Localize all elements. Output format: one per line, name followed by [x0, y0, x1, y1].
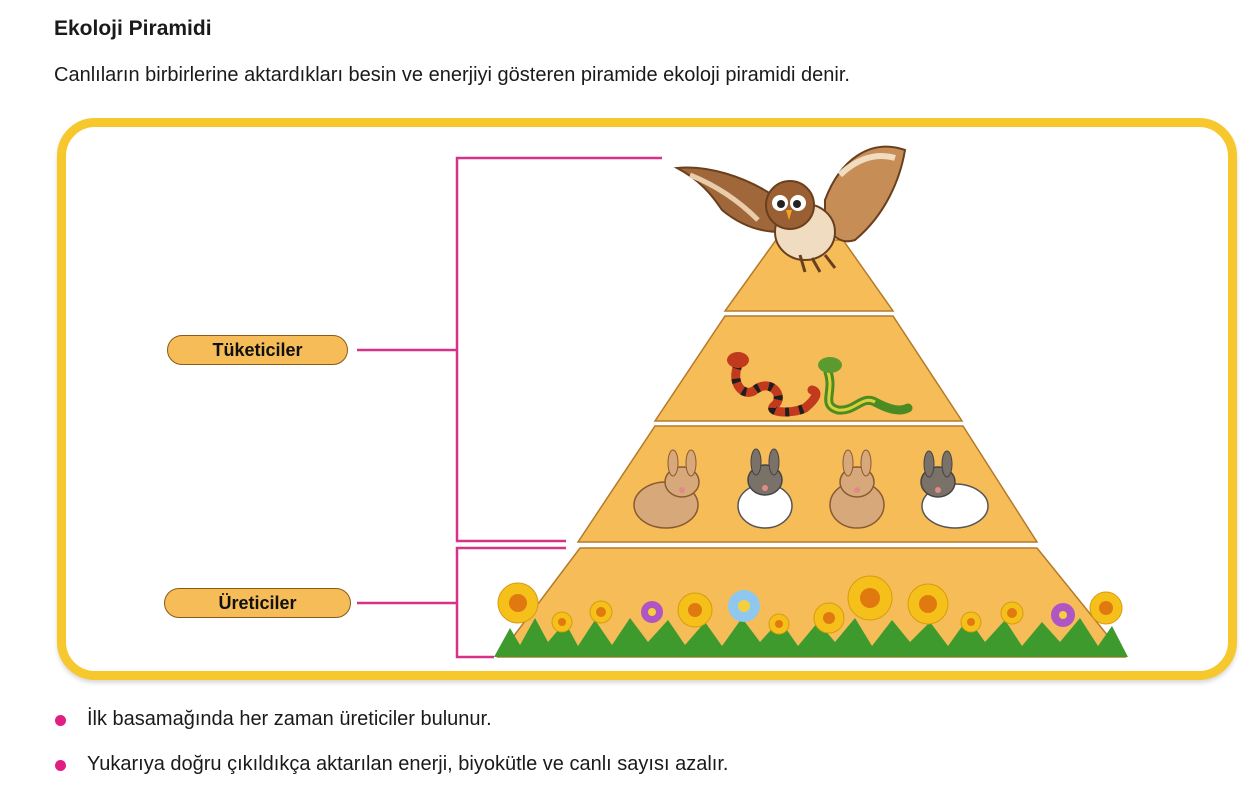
sunflower-icon: [768, 613, 790, 635]
bullet-text: İlk basamağında her zaman üreticiler bul…: [87, 708, 492, 730]
sunflower-icon: [589, 600, 613, 624]
sunflower-icon: [847, 575, 893, 621]
sunflower-icon: [551, 611, 573, 633]
rabbit-icon: [920, 450, 989, 529]
rabbit-icon: [829, 449, 885, 529]
pyramid: [496, 239, 1127, 658]
sunflower-icon: [1000, 601, 1024, 625]
sunflower-icon: [1089, 591, 1123, 625]
intro-text: Canlıların birbirlerine aktardıkları bes…: [54, 64, 850, 86]
producers-label: Üreticiler: [164, 588, 351, 618]
sunflower-icon: [497, 582, 539, 624]
rabbit-icon: [737, 448, 793, 529]
consumers-bracket: [357, 156, 662, 543]
owl-icon: [673, 145, 907, 273]
producers-bracket: [357, 546, 566, 659]
sunflower-icon: [813, 602, 845, 634]
bullet-dot-icon: [55, 715, 66, 726]
sunflower-icon: [907, 583, 949, 625]
bullet-text: Yukarıya doğru çıkıldıkça aktarılan ener…: [87, 753, 729, 775]
green-snake-icon: [818, 357, 913, 415]
purple-flower-icon: [1051, 603, 1075, 627]
sunflower-icon: [960, 611, 982, 633]
consumers-label: Tüketiciler: [167, 335, 348, 365]
bullet-dot-icon: [55, 760, 66, 771]
list-item: İlk basamağında her zaman üreticiler bul…: [54, 708, 728, 753]
page-title: Ekoloji Piramidi: [54, 17, 212, 40]
list-item: Yukarıya doğru çıkıldıkça aktarılan ener…: [54, 753, 728, 798]
purple-flower-icon: [641, 601, 663, 623]
bullet-list: İlk basamağında her zaman üreticiler bul…: [54, 708, 728, 798]
blue-flower-icon: [728, 590, 760, 622]
sunflower-icon: [677, 592, 713, 628]
rabbit-icon: [633, 449, 700, 529]
red-snake-icon: [727, 352, 821, 417]
pyramid-level-snakes: [653, 315, 964, 422]
